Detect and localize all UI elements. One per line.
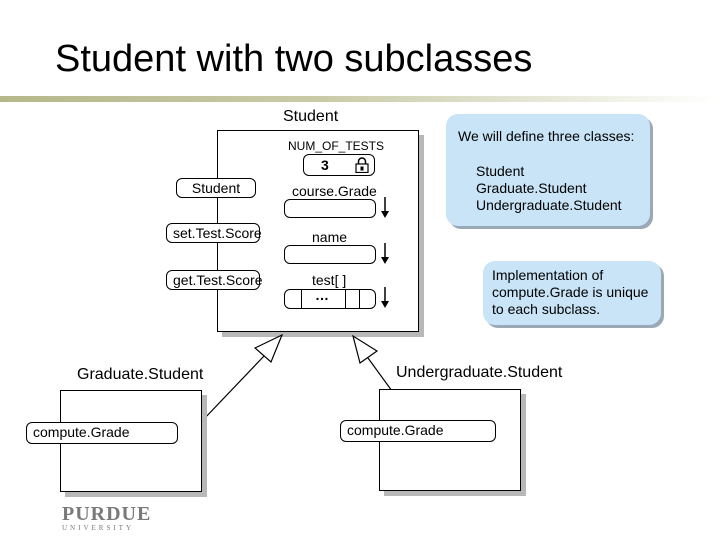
method-label: compute.Grade <box>347 422 444 438</box>
note-line: to each subclass. <box>492 301 601 317</box>
method-label: get.Test.Score <box>173 272 263 288</box>
constructor-label: Student <box>191 180 241 196</box>
field-box-name <box>284 245 376 264</box>
inheritance-arrow-graduate <box>202 333 284 421</box>
note-three-classes: We will define three classes: Student Gr… <box>446 114 650 226</box>
down-arrow-icon <box>381 243 389 264</box>
undergraduate-method-compute-grade[interactable]: compute.Grade <box>340 420 496 442</box>
note-item: Student <box>476 163 525 179</box>
field-label-course-grade: course.Grade <box>292 183 377 199</box>
array-divider <box>301 290 302 308</box>
slide-title: Student with two subclasses <box>55 38 533 80</box>
note-item: Graduate.Student <box>476 180 587 196</box>
student-class-name: Student <box>283 108 339 125</box>
purdue-logo: PURDUE UNIVERSITY <box>62 503 151 532</box>
graduate-class-name: Graduate.Student <box>77 366 204 383</box>
note-line: compute.Grade is unique <box>492 284 649 300</box>
down-arrow-icon <box>381 287 389 308</box>
field-box-test-array: … <box>284 287 376 309</box>
constructor-student[interactable]: Student <box>176 178 256 198</box>
field-label-test: test[ ] <box>312 272 347 288</box>
logo-name: PURDUE <box>62 503 152 525</box>
undergraduate-class-name: Undergraduate.Student <box>396 364 563 381</box>
lock-icon <box>355 157 369 178</box>
title-underline <box>0 96 720 102</box>
constant-value: 3 <box>321 157 329 173</box>
array-ellipsis: … <box>315 287 329 303</box>
note-line: Implementation of <box>492 267 604 283</box>
method-set-test-score[interactable]: set.Test.Score <box>166 223 262 243</box>
note-item: Undergraduate.Student <box>476 197 622 213</box>
method-get-test-score[interactable]: get.Test.Score <box>166 270 263 290</box>
constant-name: NUM_OF_TESTS <box>288 139 385 153</box>
note-implementation: Implementation of compute.Grade is uniqu… <box>483 261 661 325</box>
down-arrow-icon <box>381 197 389 218</box>
array-divider <box>359 290 360 308</box>
constant-value-box: 3 <box>303 154 375 176</box>
logo-sub: UNIVERSITY <box>62 524 134 532</box>
method-label: compute.Grade <box>33 424 130 440</box>
array-divider <box>345 290 346 308</box>
graduate-method-compute-grade[interactable]: compute.Grade <box>26 422 178 444</box>
field-label-name: name <box>312 229 348 245</box>
note-heading: We will define three classes: <box>458 128 635 144</box>
field-box-course-grade <box>284 199 376 218</box>
method-label: set.Test.Score <box>173 225 262 241</box>
